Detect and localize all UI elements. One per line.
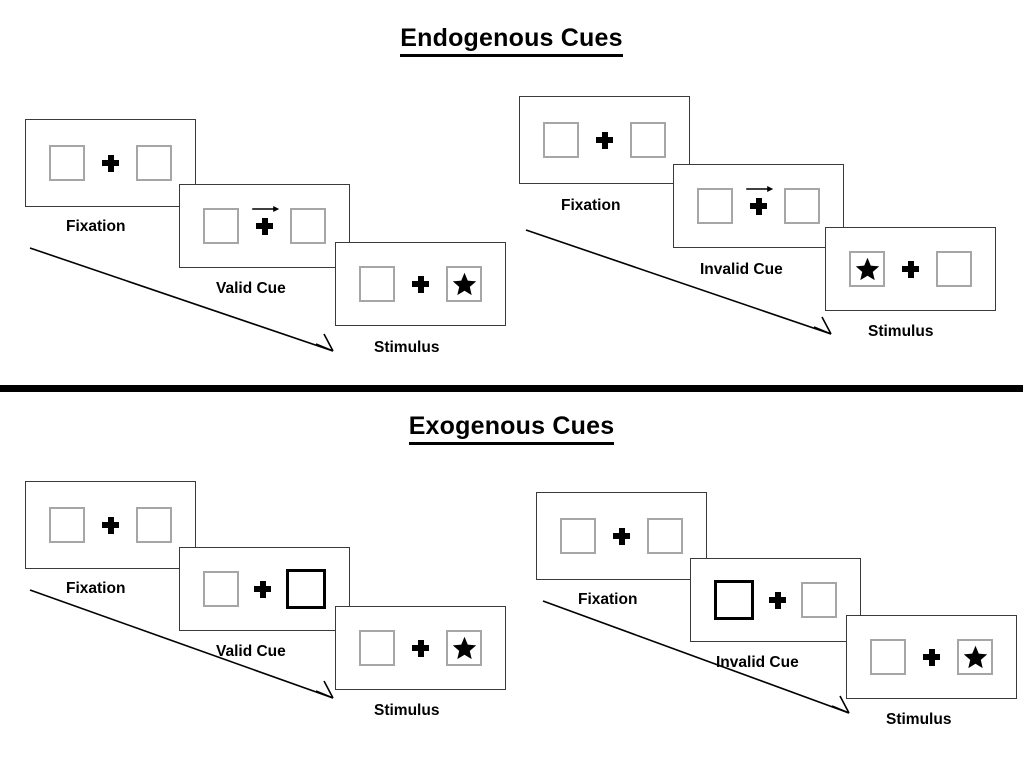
section-title-exogenous-text: Exogenous Cues <box>408 412 615 445</box>
panel-stage-area <box>26 482 195 568</box>
panel-stage-area <box>674 165 843 247</box>
caption-endogenous-invalid-stimulus: Stimulus <box>868 323 934 340</box>
panel-endogenous-valid-fixation <box>25 119 196 207</box>
panel-stage-area <box>826 228 995 310</box>
caption-endogenous-valid-cue: Valid Cue <box>216 280 286 297</box>
right-box <box>136 145 172 181</box>
panel-endogenous-invalid-fixation <box>519 96 690 184</box>
section-exogenous: Exogenous Cues Fixation Valid Cue <box>0 392 1023 767</box>
panel-endogenous-valid-cue <box>179 184 350 268</box>
caption-endogenous-invalid-cue: Invalid Cue <box>700 261 783 278</box>
left-box <box>49 145 85 181</box>
panel-stage-area <box>180 185 349 267</box>
left-box <box>560 518 596 554</box>
caption-endogenous-valid-stimulus: Stimulus <box>374 339 440 356</box>
caption-exogenous-valid-cue: Valid Cue <box>216 643 286 660</box>
right-box-with-star <box>446 630 482 666</box>
panel-endogenous-valid-stimulus <box>335 242 506 326</box>
panel-endogenous-invalid-stimulus <box>825 227 996 311</box>
panel-stage-area <box>691 559 860 641</box>
right-box <box>936 251 972 287</box>
left-box <box>697 188 733 224</box>
panel-exogenous-invalid-fixation <box>536 492 707 580</box>
plus-fixation-cross-icon <box>613 527 630 545</box>
section-title-exogenous: Exogenous Cues <box>0 412 1023 445</box>
star-target-icon <box>448 632 480 664</box>
section-title-endogenous: Endogenous Cues <box>0 24 1023 57</box>
panel-exogenous-valid-cue <box>179 547 350 631</box>
time-flow-arrow-exogenous-valid <box>28 586 348 711</box>
time-flow-arrow-endogenous-valid <box>28 244 348 364</box>
left-box <box>870 639 906 675</box>
plus-fixation-cross-icon <box>902 260 919 278</box>
panel-stage-area <box>537 493 706 579</box>
section-divider <box>0 385 1023 392</box>
left-box <box>543 122 579 158</box>
panel-exogenous-valid-stimulus <box>335 606 506 690</box>
caption-exogenous-invalid-stimulus: Stimulus <box>886 711 952 728</box>
star-target-icon <box>959 641 991 673</box>
section-title-endogenous-text: Endogenous Cues <box>400 24 623 57</box>
right-box <box>801 582 837 618</box>
arrow-right-cue-icon <box>251 203 281 215</box>
plus-fixation-cross-icon <box>254 580 271 598</box>
left-box <box>49 507 85 543</box>
right-box-with-star <box>446 266 482 302</box>
caption-exogenous-invalid-cue: Invalid Cue <box>716 654 799 671</box>
right-box <box>136 507 172 543</box>
left-box <box>359 630 395 666</box>
arrow-right-cue-icon <box>745 183 775 195</box>
plus-fixation-cross-icon <box>769 591 786 609</box>
caption-exogenous-invalid-fixation: Fixation <box>578 591 638 608</box>
panel-stage-area <box>26 120 195 206</box>
left-box <box>203 208 239 244</box>
panel-stage-area <box>847 616 1016 698</box>
right-box <box>630 122 666 158</box>
plus-fixation-cross-icon <box>251 205 279 235</box>
panel-exogenous-invalid-cue <box>690 558 861 642</box>
left-box <box>359 266 395 302</box>
plus-fixation-cross-icon <box>596 131 613 149</box>
plus-fixation-cross-icon <box>923 648 940 666</box>
panel-exogenous-valid-fixation <box>25 481 196 569</box>
caption-endogenous-valid-fixation: Fixation <box>66 218 126 235</box>
time-flow-arrow-endogenous-invalid <box>524 226 844 346</box>
plus-fixation-cross-icon <box>102 154 119 172</box>
left-box-cued <box>714 580 754 620</box>
left-box-with-star <box>849 251 885 287</box>
caption-endogenous-invalid-fixation: Fixation <box>561 197 621 214</box>
right-box-cued <box>286 569 326 609</box>
plus-fixation-cross-icon <box>102 516 119 534</box>
right-box <box>647 518 683 554</box>
panel-endogenous-invalid-cue <box>673 164 844 248</box>
plus-fixation-cross-icon <box>745 185 773 215</box>
panel-exogenous-invalid-stimulus <box>846 615 1017 699</box>
caption-exogenous-valid-stimulus: Stimulus <box>374 702 440 719</box>
panel-stage-area <box>180 548 349 630</box>
plus-fixation-cross-icon <box>412 275 429 293</box>
caption-exogenous-valid-fixation: Fixation <box>66 580 126 597</box>
right-box-with-star <box>957 639 993 675</box>
panel-stage-area <box>520 97 689 183</box>
star-target-icon <box>448 268 480 300</box>
right-box <box>784 188 820 224</box>
plus-fixation-cross-icon <box>412 639 429 657</box>
star-target-icon <box>851 253 883 285</box>
panel-stage-area <box>336 607 505 689</box>
panel-stage-area <box>336 243 505 325</box>
section-endogenous: Endogenous Cues Fixation <box>0 24 1023 364</box>
right-box <box>290 208 326 244</box>
time-flow-arrow-exogenous-invalid <box>541 597 861 727</box>
left-box <box>203 571 239 607</box>
